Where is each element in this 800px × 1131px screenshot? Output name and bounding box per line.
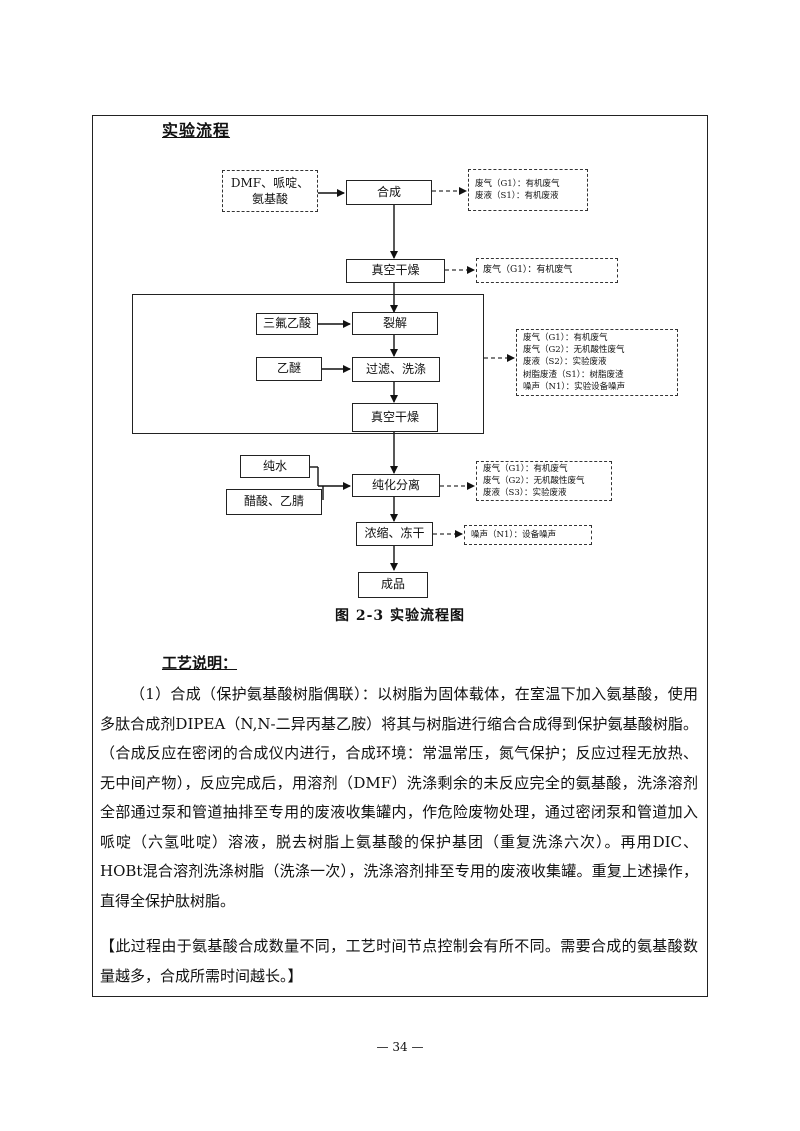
- note-purify-line-3: 废液（S3）：实验废液: [483, 488, 567, 499]
- note-group-line-4: 树脂废渣（S1）：树脂废渣: [523, 369, 624, 380]
- note-synthesis-line-1: 废气（G1）：有机废气: [475, 178, 560, 189]
- note-freeze-dry: 噪声（N1）：设备噪声: [464, 525, 592, 545]
- process-paragraph-1: （1）合成（保护氨基酸树脂偶联）：以树脂为固体载体，在室温下加入氨基酸，使用多肽…: [100, 685, 698, 910]
- page-number: — 34 —: [376, 1040, 424, 1054]
- reagent-ether: 乙醚: [256, 357, 322, 381]
- cleavage-group: [132, 294, 484, 434]
- step-synthesis: 合成: [346, 180, 432, 205]
- step-filter-wash: 过滤、洗涤: [352, 357, 440, 382]
- process-title: 工艺说明：: [162, 654, 238, 672]
- reagent-tfa: 三氟乙酸: [256, 313, 318, 335]
- inputs-dmf-piperidine-amino-acid: DMF、哌啶、氨基酸: [222, 170, 318, 212]
- figure-caption: 图 2-3 实验流程图: [334, 608, 466, 624]
- note-group: 废气（G1）：有机废气 废气（G2）：无机酸性废气 废液（S2）：实验废液 树脂…: [516, 329, 678, 396]
- step-cleavage: 裂解: [352, 312, 438, 335]
- step-freeze-dry: 浓缩、冻干: [356, 522, 433, 546]
- note-purify-line-2: 废气（G2）：无机酸性废气: [483, 475, 585, 486]
- reagent-acid: 醋酸、乙腈: [226, 489, 322, 515]
- step-product: 成品: [358, 572, 428, 598]
- step-purify: 纯化分离: [352, 474, 440, 497]
- note-group-line-1: 废气（G1）：有机废气: [523, 332, 608, 343]
- section-heading: 实验流程: [162, 121, 231, 140]
- process-paragraph-note: 【此过程由于氨基酸合成数量不同，工艺时间节点控制会有所不同。需要合成的氨基酸数量…: [100, 937, 698, 985]
- note-group-line-2: 废气（G2）：无机酸性废气: [523, 345, 625, 356]
- note-synthesis: 废气（G1）：有机废气 废液（S1）：有机废液: [468, 169, 588, 211]
- content-frame: [92, 115, 708, 997]
- note-vacuum-dry: 废气（G1）：有机废气: [476, 258, 618, 283]
- note-synthesis-line-2: 废液（S1）：有机废液: [475, 191, 559, 201]
- note-group-line-5: 噪声（N1）：实验设备噪声: [523, 381, 626, 392]
- note-purify: 废气（G1）：有机废气 废气（G2）：无机酸性废气 废液（S3）：实验废液: [476, 461, 612, 501]
- step-vacuum-dry-2: 真空干燥: [352, 403, 438, 432]
- reagent-water: 纯水: [240, 455, 310, 478]
- step-vacuum-dry-1: 真空干燥: [346, 259, 445, 283]
- note-group-line-3: 废液（S2）：实验废液: [523, 357, 607, 368]
- note-purify-line-1: 废气（G1）：有机废气: [483, 463, 568, 474]
